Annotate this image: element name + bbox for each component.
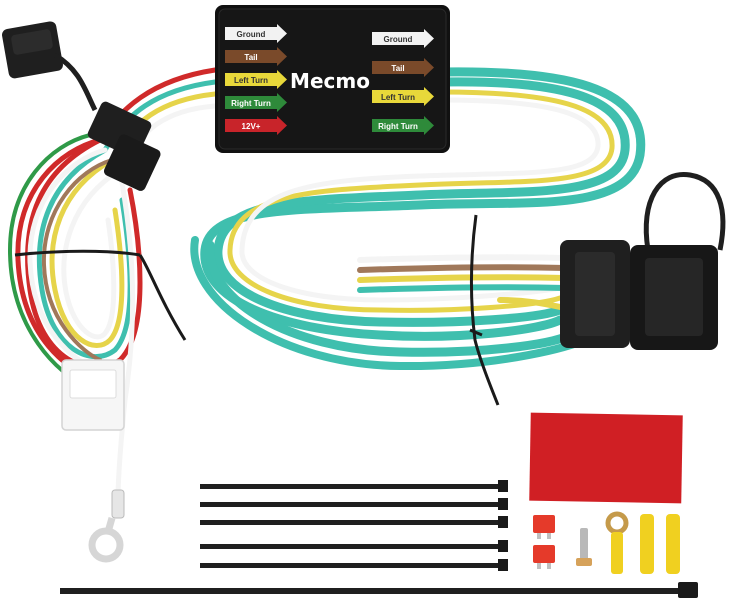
left-label-1: Tail — [244, 53, 257, 62]
butt-connector-icon — [666, 514, 680, 574]
right-arrow-3 — [372, 116, 434, 135]
ring-terminal-ground — [88, 489, 125, 563]
inline-fuse-holder — [2, 21, 161, 191]
left-label-2: Left Turn — [234, 76, 268, 85]
fuse-icon — [533, 515, 555, 533]
bundle-zip-tie-left — [14, 249, 187, 341]
left-arrow-4 — [225, 116, 287, 135]
zip-tie — [200, 544, 500, 549]
white-plug-connector — [61, 359, 125, 431]
butt-connectors — [640, 514, 680, 574]
right-arrow-1 — [372, 58, 434, 77]
zip-tie — [200, 502, 500, 507]
zip-tie — [200, 563, 500, 568]
left-arrow-1 — [225, 47, 287, 66]
right-label-3: Right Turn — [378, 122, 418, 131]
zip-tie — [200, 520, 500, 525]
right-arrow-0 — [372, 29, 434, 48]
zip-tie-long — [60, 582, 698, 598]
right-label-1: Tail — [391, 64, 404, 73]
adhesive-pad — [529, 412, 683, 504]
right-label-2: Left Turn — [381, 93, 415, 102]
module-brand-logo: Mecmo — [290, 69, 370, 93]
zip-tie — [200, 484, 500, 489]
left-arrow-2 — [225, 70, 287, 89]
zip-ties-small — [200, 480, 508, 571]
4-pin-flat-connector — [560, 171, 726, 350]
left-arrow-0 — [225, 24, 287, 43]
left-label-3: Right Turn — [231, 99, 271, 108]
ring-terminal-icon — [605, 511, 629, 574]
left-arrow-3 — [225, 93, 287, 112]
left-label-4: 12V+ — [242, 122, 261, 131]
blade-fuses — [533, 515, 555, 569]
butt-connector-icon — [640, 514, 654, 574]
fuse-icon — [533, 545, 555, 563]
teal-harness-loops — [190, 67, 646, 371]
right-label-0: Ground — [384, 35, 413, 44]
bundle-zip-tie-right — [469, 214, 500, 406]
left-label-0: Ground — [237, 30, 266, 39]
right-arrow-2 — [372, 87, 434, 106]
screw — [576, 528, 592, 566]
